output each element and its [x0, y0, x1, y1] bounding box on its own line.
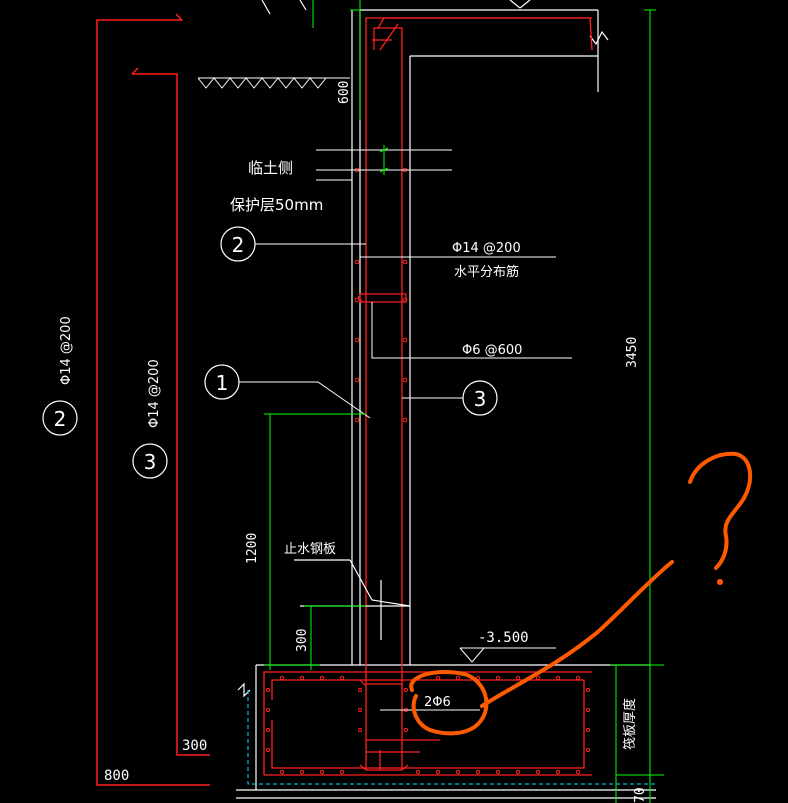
dim-70: 70 [633, 787, 648, 803]
wall-outline [236, 0, 656, 799]
raft-stirrup [359, 679, 403, 692]
left-rebar-shape-bar3 [131, 67, 210, 756]
callout-3-number: 3 [474, 387, 487, 411]
waterproof-layer [247, 690, 656, 785]
callout-3: 3 [402, 380, 498, 416]
left-callout-2: 2 [42, 400, 78, 436]
dim-300-hook: 300 [182, 738, 207, 754]
tie-rebar [357, 293, 407, 303]
elevation-label: -3.500 [478, 630, 529, 646]
waterstop-label: 止水钢板 [284, 542, 336, 557]
wall-rebar [263, 17, 593, 776]
left-bar2-spec: Φ14 @200 [59, 316, 74, 385]
dim-300: 300 [295, 629, 310, 652]
tie-spec-label: Φ6 @600 [462, 343, 522, 358]
tie-leader [371, 302, 572, 359]
ground-line [197, 77, 350, 89]
dimension-lines [264, 0, 664, 803]
dim-800: 800 [104, 768, 129, 784]
dim-3450: 3450 [625, 337, 640, 368]
dim-1200: 1200 [245, 533, 260, 564]
soil-side-green [379, 145, 389, 175]
callout-1-number: 1 [216, 371, 229, 395]
left-rebar-shape-bar2 [96, 13, 210, 786]
dim-600: 600 [337, 81, 352, 104]
soil-side-label: 临土侧 [248, 159, 293, 177]
cover-label: 保护层50mm [230, 196, 323, 214]
raft-stirrup-label: 2Φ6 [424, 695, 451, 710]
rebar-dots [265, 167, 591, 775]
left-callout-3-number: 3 [144, 450, 157, 474]
callout-2: 2 [220, 226, 366, 262]
left-bar3-spec: Φ14 @200 [147, 359, 162, 428]
markup-annotation [409, 451, 753, 736]
elevation-marker [459, 647, 556, 663]
raft-thickness-label: 筏板厚度 [622, 698, 638, 750]
left-callout-2-number: 2 [54, 407, 67, 431]
callout-2-number: 2 [232, 233, 245, 257]
bar2-spec-label: Φ14 @200 [452, 241, 521, 256]
left-callout-3: 3 [132, 443, 168, 479]
callout-1: 1 [204, 364, 371, 419]
horizontal-dist-label: 水平分布筋 [454, 264, 519, 280]
